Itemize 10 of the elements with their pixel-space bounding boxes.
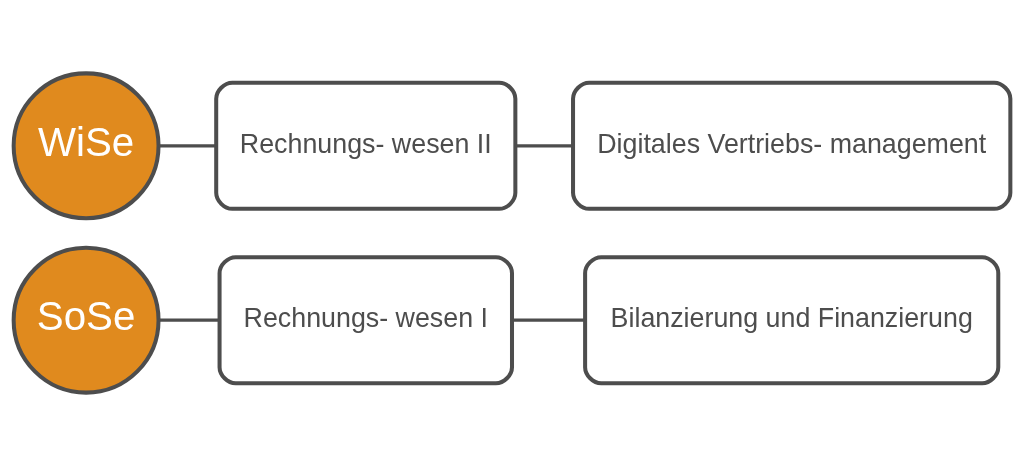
connector [515,144,573,148]
node-box: Bilanzierung und Finanzierung [583,255,1001,386]
node-circle: WiSe [11,71,161,221]
connector [158,318,219,322]
node-box: Digitales Vertriebs- management [571,80,1013,211]
node-box: Rechnungs- wesen II [214,80,518,211]
node-circle: SoSe [11,245,161,395]
connector [158,144,216,148]
connector [512,318,585,322]
node-box: Rechnungs- wesen I [217,255,514,386]
